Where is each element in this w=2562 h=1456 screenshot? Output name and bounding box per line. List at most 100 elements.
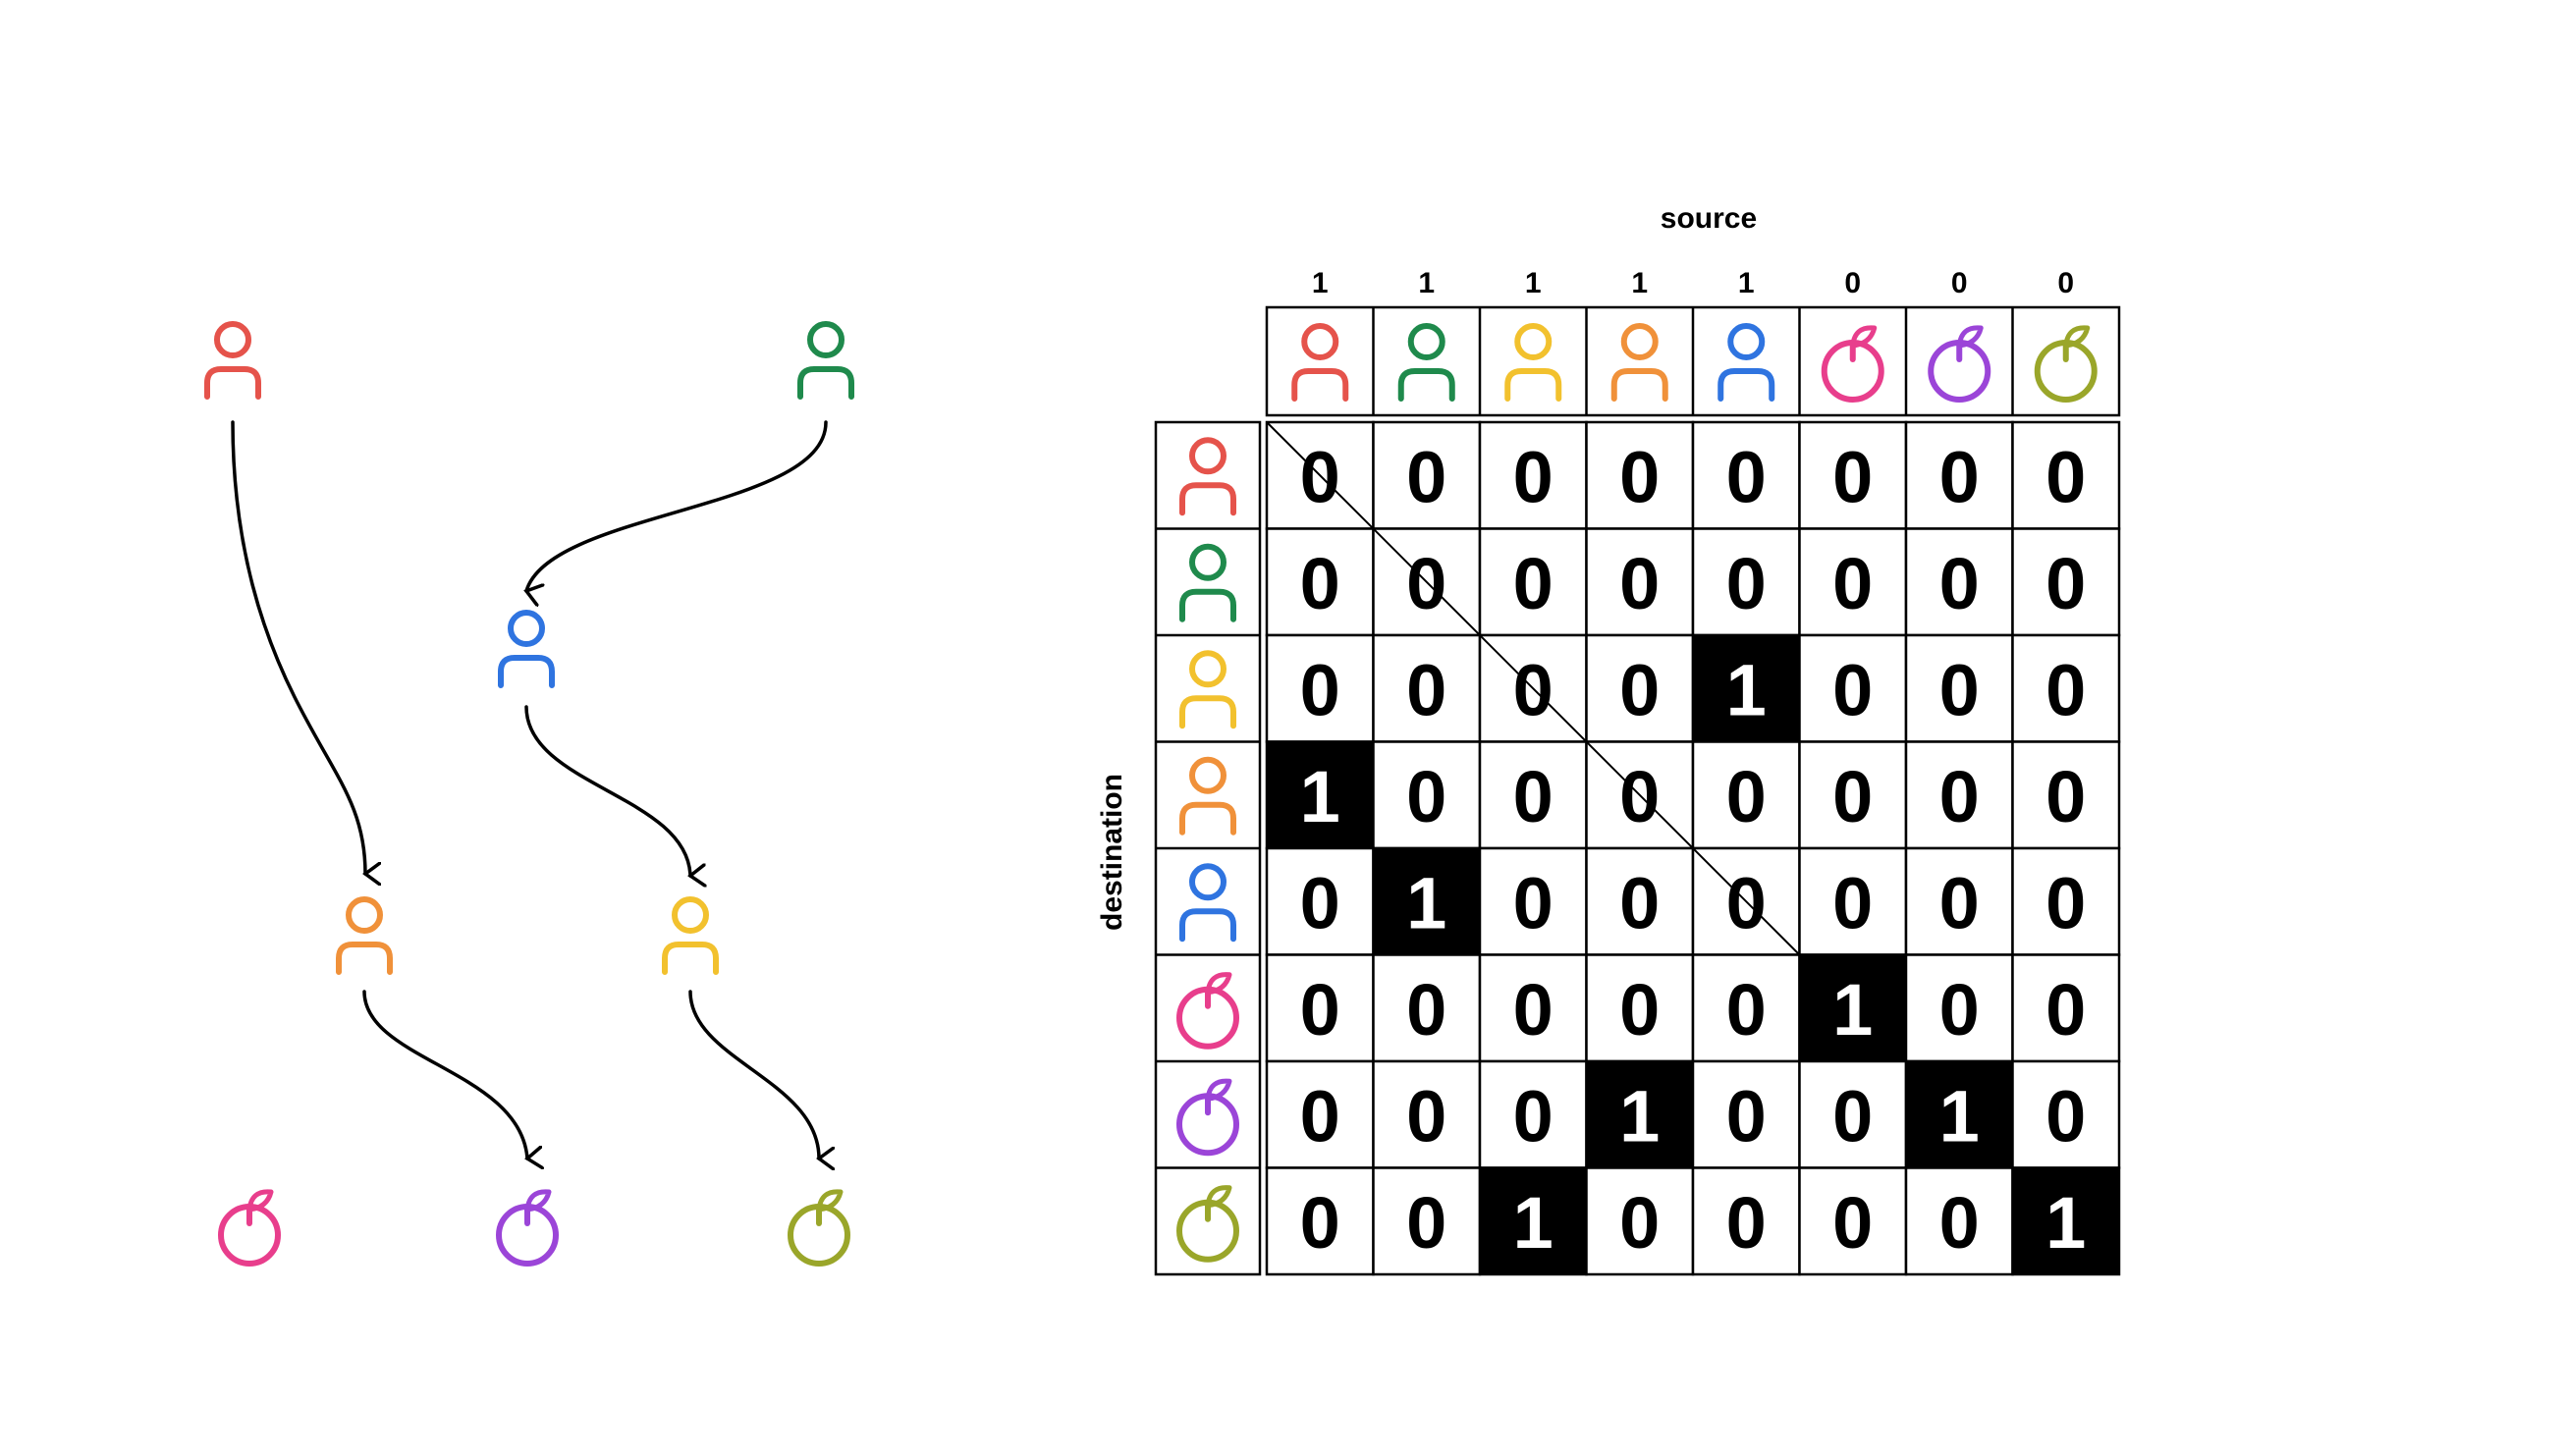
source-value-green: 1 [1418,267,1435,299]
matrix-cell-value: 0 [2045,862,2086,944]
destination-axis-label: destination [1096,774,1128,931]
matrix-cell-blue-red [1265,846,1375,956]
graph-node-orange-person-icon [336,896,393,975]
column-header-purple-apple-icon [1928,325,1991,403]
matrix-cell-value: 1 [2045,1182,2086,1264]
source-value-yellow: 1 [1525,267,1542,299]
row-header-purple-apple-icon [1176,1078,1239,1157]
graph-node-green-person-icon [797,321,854,400]
row-header-yellow-person-icon [1179,650,1236,729]
row-header-pink-apple-icon [1176,972,1239,1050]
matrix-cell-green-red [1265,527,1375,637]
matrix-cell-value: 0 [1939,969,1980,1051]
matrix-cell-value: 0 [1619,756,1660,837]
matrix-cell-purple-olive [2011,1059,2121,1169]
matrix-cell-value: 0 [2045,649,2086,730]
matrix-cell-value: 0 [1619,1182,1660,1264]
matrix-cell-value: 0 [1832,649,1873,730]
matrix-cell-value: 1 [1726,649,1767,730]
matrix-cell-yellow-orange [1585,633,1695,743]
matrix-cell-green-orange [1585,527,1695,637]
matrix-cell-value: 0 [1300,543,1340,624]
matrix-cell-value: 0 [1726,436,1767,517]
matrix-cell-value: 0 [1300,1182,1340,1264]
matrix-cell-value: 0 [1406,543,1446,624]
matrix-cell-value: 0 [1619,543,1660,624]
matrix-cell-value: 0 [1513,969,1554,1051]
matrix-cell-red-blue [1691,420,1801,530]
graph-node-olive-apple-icon [788,1189,850,1267]
column-header-red-person-icon [1291,323,1349,402]
matrix-cell-olive-green [1372,1166,1482,1276]
matrix-cell-value: 0 [2045,1075,2086,1157]
matrix-cell-value: 0 [2045,543,2086,624]
matrix-cell-value: 1 [1513,1182,1554,1264]
matrix-cell-value: 0 [1619,649,1660,730]
matrix-cell-yellow-purple [1904,633,2014,743]
matrix-cell-value: 0 [1300,1075,1340,1157]
column-header-blue-person-icon [1717,323,1775,402]
matrix-cell-value: 0 [1832,1182,1873,1264]
matrix-cell-olive-orange [1585,1166,1695,1276]
matrix-cell-blue-green [1372,846,1482,956]
matrix-cell-green-yellow [1478,527,1588,637]
column-header-pink-apple-icon [1821,325,1884,403]
matrix-cell-value: 0 [1513,543,1554,624]
matrix-cell-purple-red [1265,1059,1375,1169]
edge-green-to-blue [526,420,828,591]
matrix-cell-value: 0 [1726,969,1767,1051]
matrix-cell-value: 0 [1726,1182,1767,1264]
matrix-cell-pink-pink [1798,953,1908,1063]
matrix-cell-value: 0 [1300,862,1340,944]
matrix-cell-value: 0 [1619,862,1660,944]
row-header-orange-person-icon [1179,756,1236,836]
matrix-cell-value: 0 [1406,1075,1446,1157]
matrix-cell-purple-green [1372,1059,1482,1169]
matrix-cell-value: 0 [1832,862,1873,944]
matrix-cell-value: 0 [1939,436,1980,517]
matrix-cell-olive-olive [2011,1166,2121,1276]
matrix-cell-value: 0 [1726,756,1767,837]
matrix-cell-value: 1 [1300,756,1340,837]
graph-node-pink-apple-icon [218,1189,281,1267]
matrix-cell-olive-yellow [1478,1166,1588,1276]
dependency-graph [204,321,854,1267]
matrix-cell-value: 0 [2045,969,2086,1051]
matrix-cell-value: 0 [1300,436,1340,517]
matrix-cell-value: 0 [1832,1075,1873,1157]
edge-red-to-orange [231,420,365,874]
matrix-cell-value: 0 [1513,436,1554,517]
matrix-cell-yellow-olive [2011,633,2121,743]
matrix-cell-orange-olive [2011,740,2121,850]
graph-node-yellow-person-icon [662,896,719,975]
matrix-cell-value: 0 [1939,756,1980,837]
matrix-cell-orange-pink [1798,740,1908,850]
source-value-blue: 1 [1738,267,1755,299]
matrix-cell-purple-pink [1798,1059,1908,1169]
matrix-cell-value: 1 [1406,862,1446,944]
matrix-cell-green-blue [1691,527,1801,637]
matrix-cell-purple-blue [1691,1059,1801,1169]
matrix-cell-value: 0 [1406,649,1446,730]
matrix-cell-yellow-blue [1691,633,1801,743]
matrix-cell-value: 0 [2045,436,2086,517]
matrix-cell-purple-orange [1585,1059,1695,1169]
matrix-cell-value: 1 [1832,969,1873,1051]
matrix-cell-value: 0 [1726,862,1767,944]
matrix-cell-red-green [1372,420,1482,530]
edge-blue-to-yellow [524,705,690,876]
matrix-cell-value: 1 [1939,1075,1980,1157]
row-header-red-person-icon [1179,437,1236,516]
matrix-cell-value: 0 [1726,1075,1767,1157]
matrix-cell-orange-red [1265,740,1375,850]
matrix-cell-value: 0 [1939,862,1980,944]
row-header-blue-person-icon [1179,863,1236,943]
matrix-cell-pink-green [1372,953,1482,1063]
source-axis-label: source [1661,202,1757,235]
edge-yellow-to-olive [688,990,819,1159]
matrix-cell-value: 0 [1939,543,1980,624]
